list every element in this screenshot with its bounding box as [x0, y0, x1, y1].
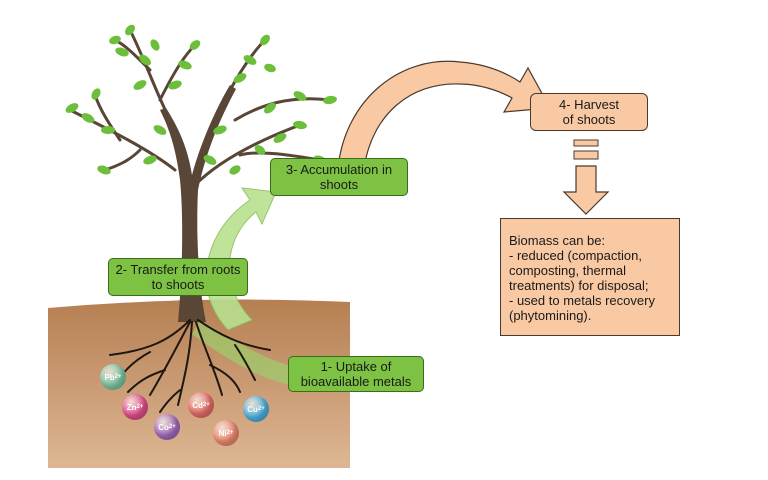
harvest-connector-2: [573, 150, 599, 160]
step-accumulation-label: 3- Accumulation in shoots: [270, 158, 408, 196]
tree-leaves: [65, 24, 337, 175]
down-arrow: [562, 165, 610, 215]
uptake-arrow: [192, 320, 300, 388]
biomass-item-2: - used to metals recovery (phytomining).: [509, 293, 655, 323]
step-transfer-label: 2- Transfer from roots to shoots: [108, 258, 248, 296]
soil: [48, 299, 350, 468]
step-harvest-label: 4- Harvest of shoots: [530, 93, 648, 131]
harvest-connector-1: [573, 139, 599, 147]
roots: [109, 319, 271, 413]
harvest-arrow: [337, 60, 551, 169]
tree-trunk: [160, 85, 236, 322]
biomass-item-1: - reduced (compaction, composting, therm…: [509, 248, 649, 293]
biomass-box: Biomass can be: - reduced (compaction, c…: [500, 218, 680, 336]
step-uptake-label: 1- Uptake of bioavailable metals: [288, 356, 424, 392]
biomass-heading: Biomass can be:: [509, 233, 606, 248]
